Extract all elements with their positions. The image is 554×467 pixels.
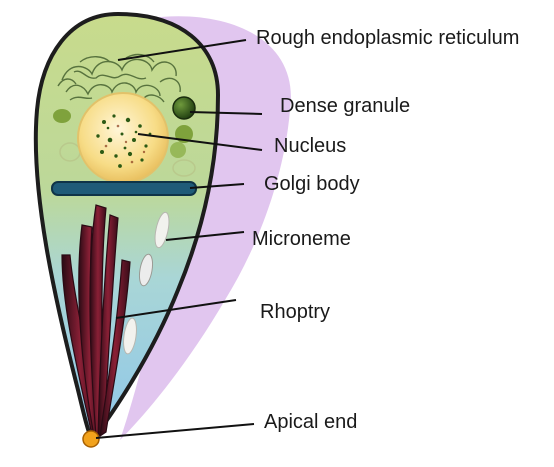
label-dense-granule: Dense granule	[280, 95, 410, 117]
dense-granule	[170, 142, 186, 158]
label-rough-er: Rough endoplasmic reticulum	[256, 27, 519, 49]
vesicle	[53, 109, 71, 123]
dense-granule	[173, 97, 195, 119]
label-nucleus: Nucleus	[274, 135, 346, 157]
label-golgi-body: Golgi body	[264, 173, 360, 195]
golgi-body	[52, 182, 196, 195]
leader-apical	[96, 424, 254, 438]
label-microneme: Microneme	[252, 228, 351, 250]
apical-end	[83, 431, 99, 447]
label-apical-end: Apical end	[264, 411, 357, 433]
nucleus	[78, 93, 168, 183]
label-rhoptry: Rhoptry	[260, 301, 330, 323]
